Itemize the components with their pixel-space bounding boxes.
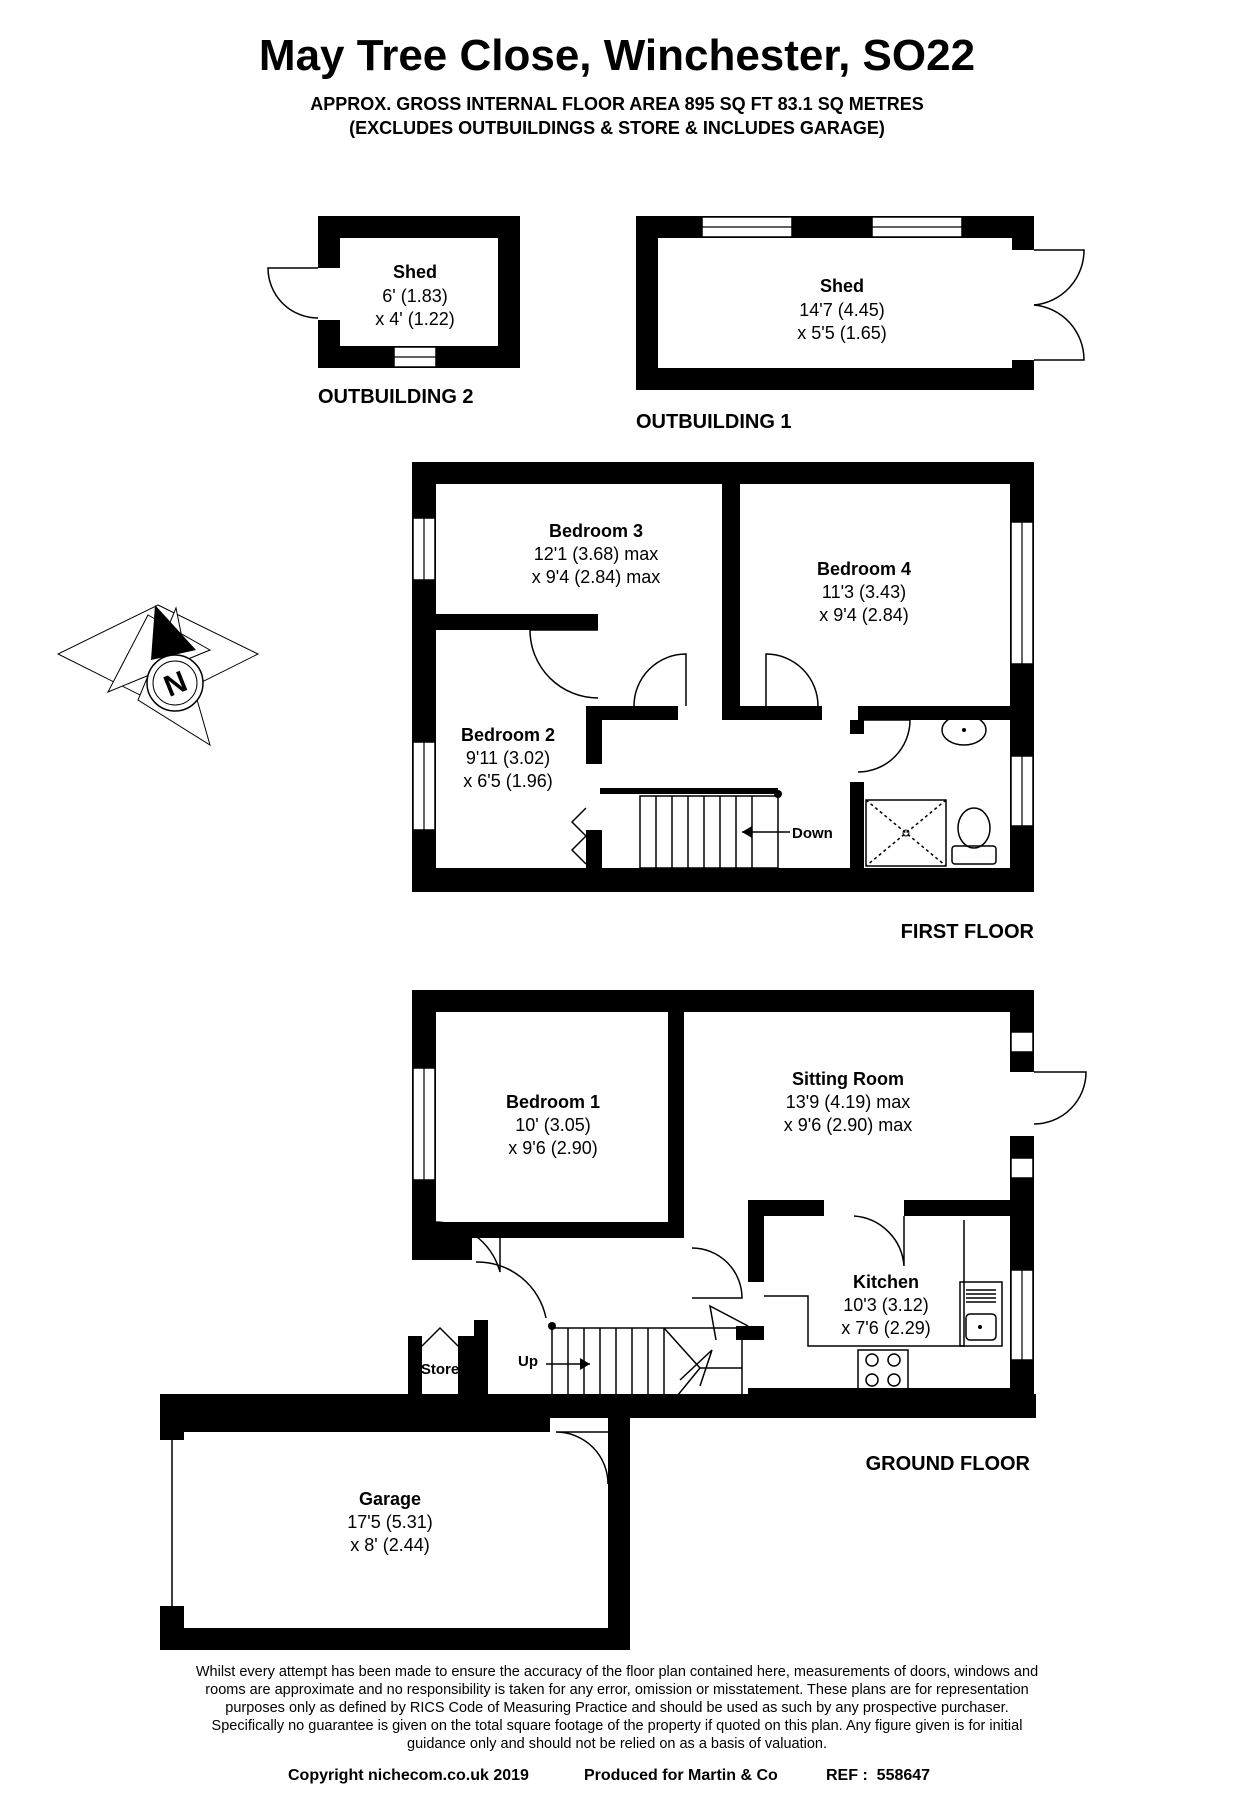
disclaimer-line: Specifically no guarantee is given on th… (212, 1718, 1023, 1734)
first-floor-label: FIRST FLOOR (901, 921, 1035, 943)
kitchen-dim1: 10'3 (3.12) (843, 1295, 929, 1315)
bedroom-2-name: Bedroom 2 (461, 725, 555, 745)
shed-2-dim1: 6' (1.83) (382, 286, 447, 306)
disclaimer-line: guidance only and should not be relied o… (407, 1736, 827, 1752)
outbuilding-1 (636, 216, 1085, 390)
copyright-text: Copyright nichecom.co.uk 2019 (288, 1767, 529, 1784)
store-label: Store (421, 1361, 459, 1378)
bedroom-3-name: Bedroom 3 (549, 521, 643, 541)
compass-icon (56, 604, 260, 747)
disclaimer-line: purposes only as defined by RICS Code of… (225, 1700, 1008, 1716)
kitchen-name: Kitchen (853, 1272, 919, 1292)
floor-area-line: APPROX. GROSS INTERNAL FLOOR AREA 895 SQ… (310, 94, 923, 114)
kitchen-dim2: x 7'6 (2.29) (841, 1318, 930, 1338)
garage-dim1: 17'5 (5.31) (347, 1512, 433, 1532)
stairs-down-label: Down (792, 825, 833, 842)
first-floor-plan (412, 462, 1034, 892)
bedroom-1-name: Bedroom 1 (506, 1092, 600, 1112)
bedroom-2-dim1: 9'11 (3.02) (466, 748, 550, 768)
sitting-room-name: Sitting Room (792, 1069, 904, 1089)
bedroom-3-dim2: x 9'4 (2.84) max (532, 567, 661, 587)
bedroom-3-dim1: 12'1 (3.68) max (534, 544, 659, 564)
ground-floor-plan (160, 990, 1087, 1650)
outbuilding-2 (267, 216, 520, 368)
shed-2-name: Shed (393, 262, 437, 282)
produced-for-text: Produced for Martin & Co (584, 1767, 778, 1784)
shed-1-dim2: x 5'5 (1.65) (797, 323, 886, 343)
bedroom-4-dim2: x 9'4 (2.84) (819, 605, 908, 625)
reference-number: REF : 558647 (826, 1767, 930, 1784)
bedroom-1-dim2: x 9'6 (2.90) (508, 1138, 597, 1158)
ground-floor-label: GROUND FLOOR (866, 1453, 1031, 1475)
outbuilding-2-label: OUTBUILDING 2 (318, 386, 474, 408)
disclaimer-line: Whilst every attempt has been made to en… (196, 1664, 1038, 1680)
garage-dim2: x 8' (2.44) (350, 1535, 429, 1555)
shed-1-name: Shed (820, 276, 864, 296)
sitting-room-dim1: 13'9 (4.19) max (786, 1092, 911, 1112)
area-note-line: (EXCLUDES OUTBUILDINGS & STORE & INCLUDE… (349, 118, 885, 138)
shed-1-dim1: 14'7 (4.45) (799, 300, 885, 320)
disclaimer-line: rooms are approximate and no responsibil… (205, 1682, 1028, 1698)
bedroom-4-name: Bedroom 4 (817, 559, 911, 579)
sitting-room-dim2: x 9'6 (2.90) max (784, 1115, 913, 1135)
bedroom-4-dim1: 11'3 (3.43) (822, 582, 906, 602)
bedroom-1-dim1: 10' (3.05) (515, 1115, 590, 1135)
outbuilding-1-label: OUTBUILDING 1 (636, 411, 792, 433)
stairs-up-label: Up (518, 1353, 538, 1370)
garage-name: Garage (359, 1489, 421, 1509)
shed-2-dim2: x 4' (1.22) (375, 309, 454, 329)
bedroom-2-dim2: x 6'5 (1.96) (463, 771, 552, 791)
page-title: May Tree Close, Winchester, SO22 (259, 31, 975, 80)
